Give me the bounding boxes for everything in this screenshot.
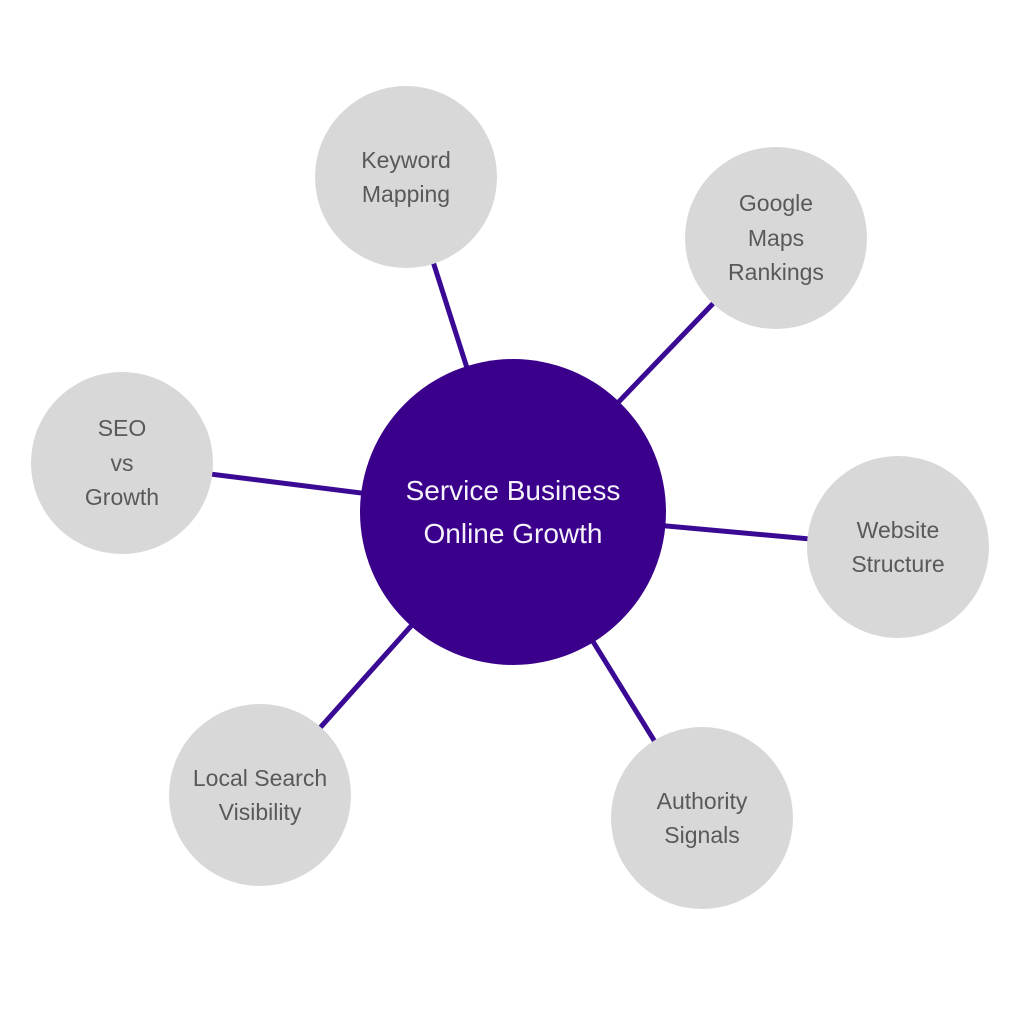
node-website-structure: Website Structure <box>807 456 989 638</box>
node-seo-vs-growth: SEO vs Growth <box>31 372 213 554</box>
node-local-search-visibility: Local Search Visibility <box>169 704 351 886</box>
node-label-google-maps-rankings: Google Maps Rankings <box>728 190 824 286</box>
node-label-seo-vs-growth: SEO vs Growth <box>84 415 160 511</box>
node-authority-signals: Authority Signals <box>611 727 793 909</box>
hub-node-service-business-online-growth: Service Business Online Growth <box>360 359 666 665</box>
node-label-keyword-mapping: Keyword Mapping <box>361 146 451 208</box>
node-google-maps-rankings: Google Maps Rankings <box>685 147 867 329</box>
node-label-authority-signals: Authority Signals <box>656 787 748 849</box>
node-label-local-search-visibility: Local Search Visibility <box>192 764 328 826</box>
node-label-website-structure: Website Structure <box>851 516 945 578</box>
node-keyword-mapping: Keyword Mapping <box>315 86 497 268</box>
hub-label: Service Business Online Growth <box>405 474 621 549</box>
